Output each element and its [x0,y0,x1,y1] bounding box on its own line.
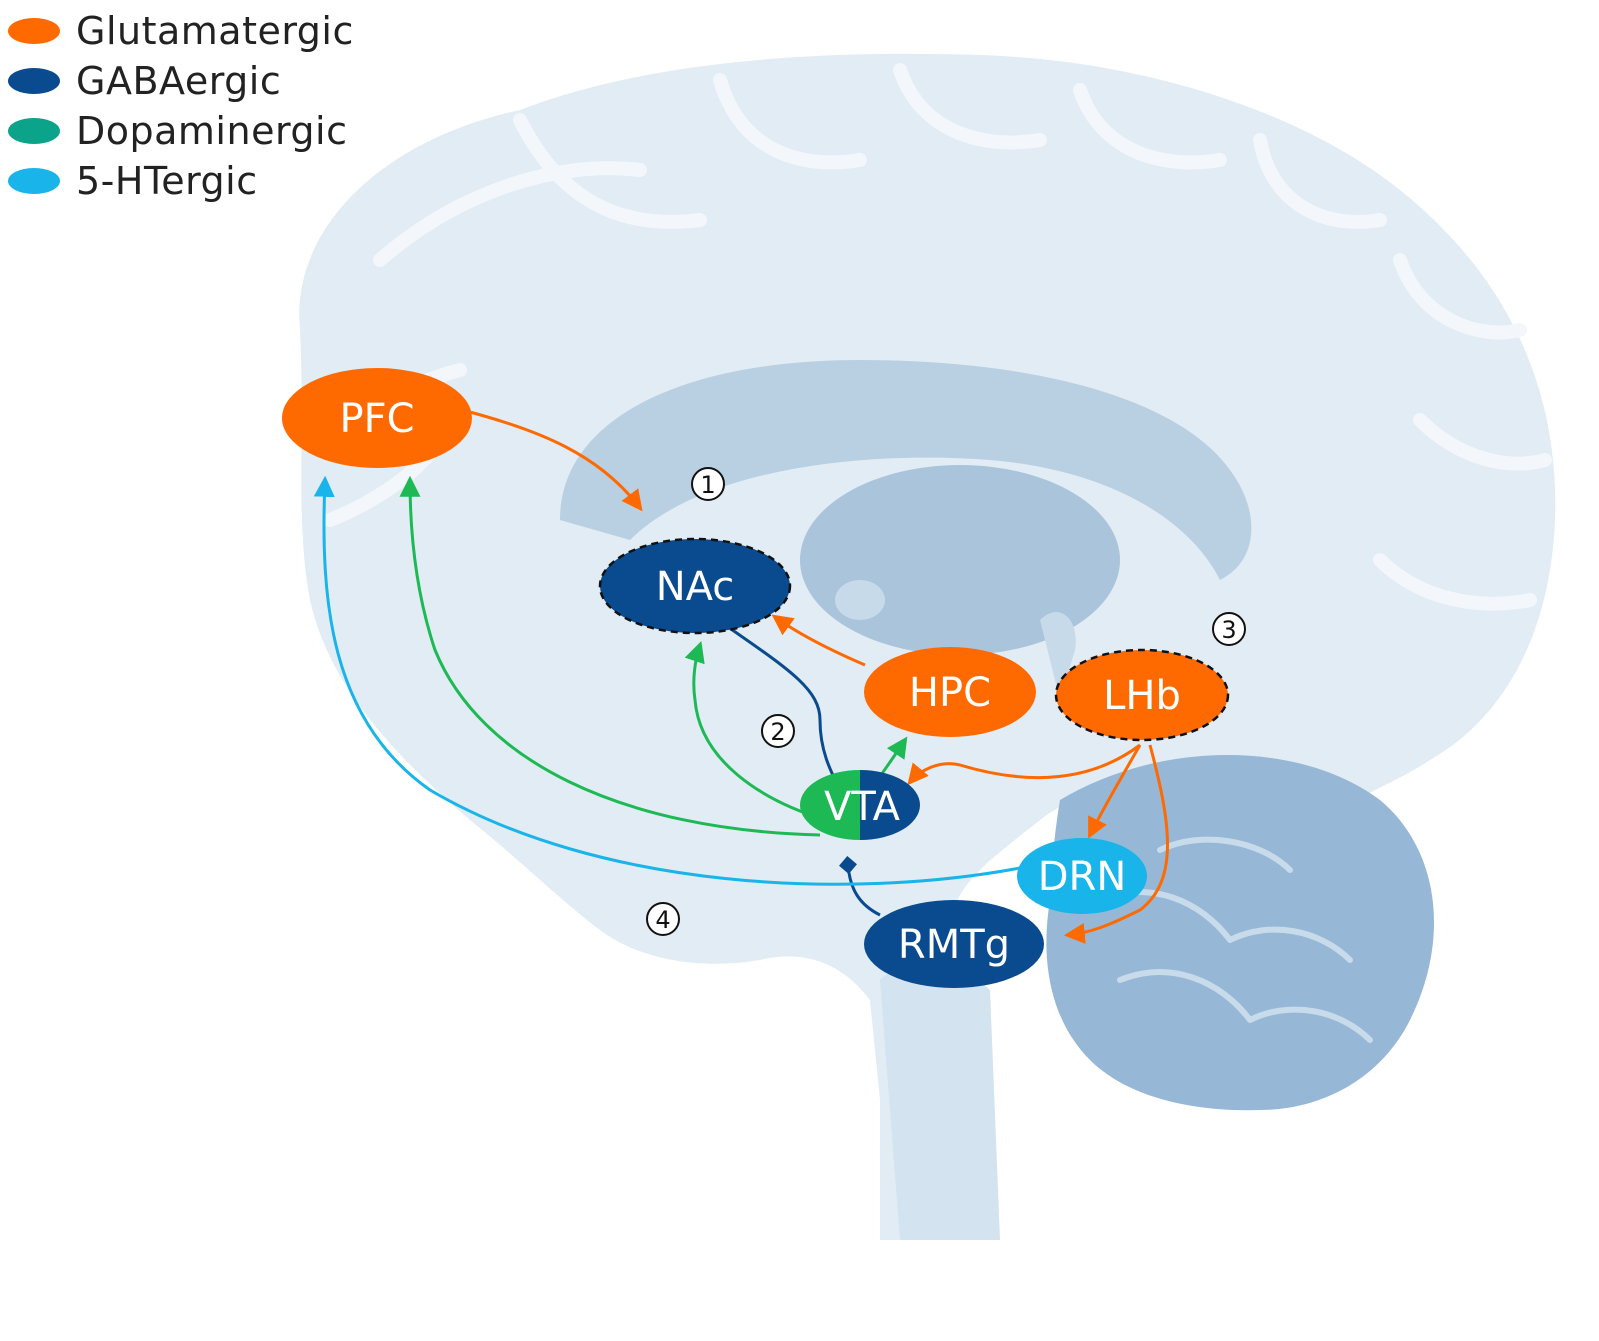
vta-to-nac-dopamine-connection [684,641,827,822]
numbered-markers: 1 2 3 4 [646,467,1246,936]
legend-item-gabaergic: GABAergic [8,56,354,106]
hpc-label: HPC [909,670,991,716]
deep-structures [560,360,1252,700]
marker-1: 1 [691,467,725,501]
legend-item-glutamatergic: Glutamatergic [8,6,354,56]
lhb-to-drn-connection [1088,744,1142,839]
nac-to-vta-connection [727,625,849,799]
vta-label: VTA [824,784,901,830]
nac-node[interactable]: NAc [598,537,792,635]
marker-4: 4 [646,902,680,936]
legend-label-gabaergic: GABAergic [76,59,282,103]
drn-label: DRN [1038,854,1127,900]
legend-label-glutamatergic: Glutamatergic [76,9,354,53]
nac-label: NAc [656,564,735,610]
lhb-label: LHb [1103,673,1181,719]
legend-label-5-htergic: 5-HTergic [76,159,258,203]
legend-label-dopaminergic: Dopaminergic [76,109,348,153]
lhb-to-vta-connection [907,743,1141,786]
marker-4-label: 4 [655,906,670,934]
pfc-label: PFC [339,396,414,442]
pfc-node[interactable]: PFC [282,368,472,468]
nodes: PFC NAc HPC LHb VTA DRN RMTg [282,368,1230,988]
connections [313,408,1169,944]
marker-3-label: 3 [1221,616,1236,644]
hpc-to-nac-connection [771,614,866,667]
legend-swatch-glutamatergic [8,18,60,44]
drn-to-pfc-serotonin-connection [313,475,1021,886]
rmtg-label: RMTg [898,922,1010,968]
lhb-to-rmtg-connection [1063,744,1169,944]
legend-swatch-5-htergic [8,168,60,194]
marker-2: 2 [761,714,795,748]
legend: Glutamatergic GABAergic Dopaminergic 5-H… [8,6,354,206]
marker-3: 3 [1212,612,1246,646]
legend-item-dopaminergic: Dopaminergic [8,106,354,156]
marker-2-label: 2 [770,718,785,746]
marker-1-label: 1 [700,471,715,499]
legend-item-5-htergic: 5-HTergic [8,156,354,206]
lhb-node[interactable]: LHb [1054,648,1230,742]
legend-swatch-gabaergic [8,68,60,94]
rmtg-to-vta-connection [839,856,881,917]
drn-node[interactable]: DRN [1017,838,1147,914]
rmtg-node[interactable]: RMTg [864,900,1044,988]
hpc-node[interactable]: HPC [864,647,1036,737]
legend-swatch-dopaminergic [8,118,60,144]
vta-to-pfc-dopamine-connection [399,475,821,837]
pfc-to-nac-connection [461,408,643,512]
